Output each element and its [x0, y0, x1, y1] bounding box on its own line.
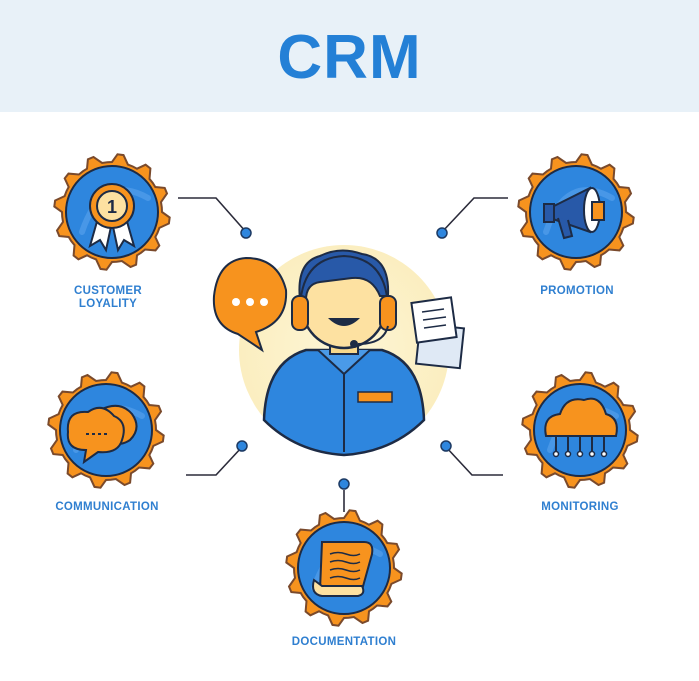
cloud-network-icon — [544, 397, 618, 458]
header-band — [0, 0, 699, 112]
connector-dot — [440, 440, 452, 452]
badge-promotion — [517, 153, 635, 271]
connector-dot — [436, 227, 448, 239]
badge-number: 1 — [107, 197, 117, 217]
badge-communication — [47, 371, 165, 489]
paper-scroll-icon — [312, 541, 374, 597]
speech-clouds-icon — [66, 404, 138, 465]
connector-lines — [178, 197, 508, 512]
megaphone-icon — [543, 186, 605, 240]
badge-monitoring — [521, 371, 639, 489]
label-promotion: PROMOTION — [540, 285, 614, 297]
connector-dot — [236, 440, 248, 452]
connector-communication — [186, 446, 243, 476]
connector-promotion — [441, 197, 508, 233]
connector-customer-loyalty — [178, 197, 247, 233]
award-medal-icon: 1 — [88, 183, 136, 253]
badge-documentation — [285, 509, 403, 627]
connector-dot — [240, 227, 252, 239]
connector-dots — [236, 227, 452, 490]
label-monitoring: MONITORING — [541, 501, 619, 513]
center-agent — [212, 245, 466, 457]
documents-icon — [410, 296, 466, 370]
label-customer-loyalty-line1: CUSTOMER — [74, 285, 142, 297]
customer-support-agent-icon — [262, 249, 426, 457]
connector-monitoring — [445, 446, 503, 476]
badge-customer-loyalty: 1 — [53, 153, 171, 271]
label-customer-loyalty-line2: LOYALITY — [78, 298, 138, 310]
label-customer-loyalty: CUSTOMER LOYALITY — [58, 285, 158, 311]
page-title: CRM — [277, 23, 422, 92]
label-communication: COMMUNICATION — [55, 501, 159, 513]
label-documentation: DOCUMENTATION — [291, 636, 397, 648]
connector-dot — [338, 478, 350, 490]
speech-bubble-icon — [212, 256, 288, 353]
